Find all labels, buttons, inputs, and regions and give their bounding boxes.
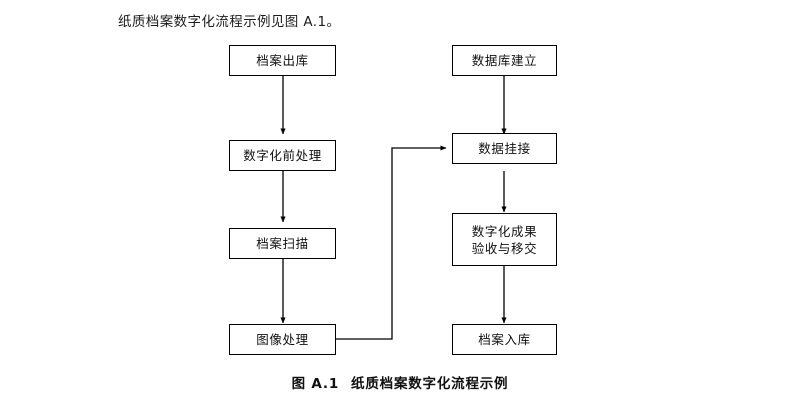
node-database-setup-label: 数据库建立 [471,53,538,68]
figure-caption-number: 图 A.1 [291,376,340,392]
node-data-linking-label: 数据挂接 [478,141,531,156]
node-pre-digitization-label: 数字化前处理 [243,148,322,163]
node-archive-outbound-label: 档案出库 [256,53,309,68]
node-pre-digitization[interactable]: 数字化前处理 [229,140,336,171]
node-image-processing-label: 图像处理 [256,332,309,347]
figure-caption: 图 A.1 纸质档案数字化流程示例 [0,372,800,392]
node-image-processing[interactable]: 图像处理 [229,324,336,355]
connector-image-processing-to-data-linking [336,145,447,340]
node-acceptance-transfer[interactable]: 数字化成果 验收与移交 [452,213,557,266]
intro-paragraph: 纸质档案数字化流程示例见图 A.1。 [118,14,341,30]
node-archive-inbound[interactable]: 档案入库 [452,324,557,355]
node-acceptance-transfer-label-line1: 数字化成果 [471,223,538,239]
figure-caption-title: 纸质档案数字化流程示例 [351,376,509,392]
node-database-setup[interactable]: 数据库建立 [452,45,557,76]
node-archive-outbound[interactable]: 档案出库 [229,45,336,76]
node-archive-scanning-label: 档案扫描 [256,236,309,251]
node-archive-inbound-label: 档案入库 [478,332,531,347]
node-data-linking[interactable]: 数据挂接 [452,133,557,164]
node-acceptance-transfer-label-line2: 验收与移交 [471,240,538,256]
node-archive-scanning[interactable]: 档案扫描 [229,228,336,259]
